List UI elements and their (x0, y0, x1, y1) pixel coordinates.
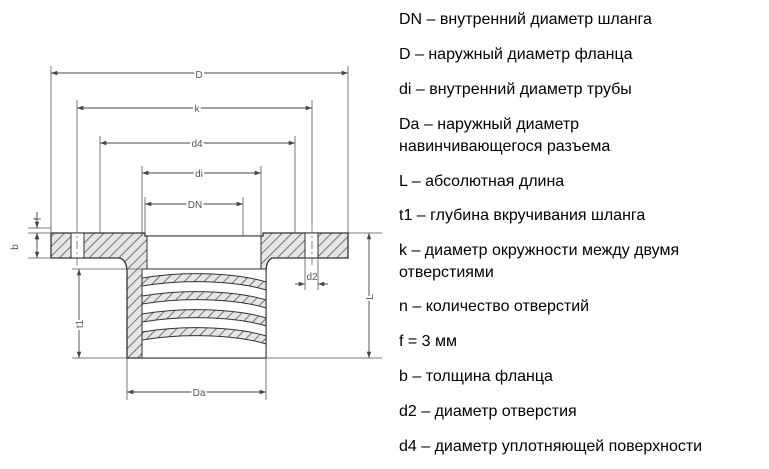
legend-item-d4: d4 – диаметр уплотняющей поверхности (399, 438, 703, 455)
legend-item-di: di – внутренний диаметр трубы (399, 81, 632, 98)
extension-lines (28, 66, 382, 400)
dim-label-L: L (365, 294, 376, 300)
legend-item-d: D – наружный диаметр фланца (399, 46, 633, 63)
legend-item-k: k – диаметр окружности между двумя (399, 242, 680, 259)
legend-item-d2: d2 – диаметр отверстия (399, 403, 577, 420)
dim-label-k: k (195, 104, 201, 115)
legend-item-dn: DN – внутренний диаметр шланга (399, 11, 652, 28)
bolt-hole-left (70, 232, 85, 259)
dimension-lines (34, 70, 372, 395)
dim-label-f: f (33, 217, 44, 220)
dim-label-b: b (10, 244, 21, 250)
legend-item-t1: t1 – глубина вкручивания шланга (399, 207, 646, 224)
dim-label-DN: DN (188, 200, 202, 211)
dim-label-d2: d2 (306, 272, 318, 283)
legend-item-n: n – количество отверстий (399, 298, 590, 315)
legend-item-b: b – толщина фланца (399, 368, 553, 385)
legend-item-da: Da – наружный диаметр (399, 116, 580, 133)
bolt-hole-right (304, 232, 319, 259)
dim-label-t1: t1 (75, 319, 86, 328)
legend-item-l: L – абсолютная длина (399, 173, 565, 190)
legend-item-k-continued: отверстиями (399, 264, 494, 281)
flange-drawing: D k d4 di DN Da L t1 f b d2 (10, 66, 382, 401)
dim-label-Da: Da (193, 388, 206, 399)
legend-item-da-continued: навинчивающегося разъема (399, 138, 611, 155)
dim-label-d4: d4 (191, 139, 203, 150)
dim-label-D: D (195, 70, 202, 81)
thread-coils (141, 273, 267, 345)
center-lines (76, 225, 313, 268)
bore (146, 235, 262, 270)
dim-label-di: di (195, 169, 203, 180)
legend-item-f: f = 3 мм (399, 333, 458, 350)
